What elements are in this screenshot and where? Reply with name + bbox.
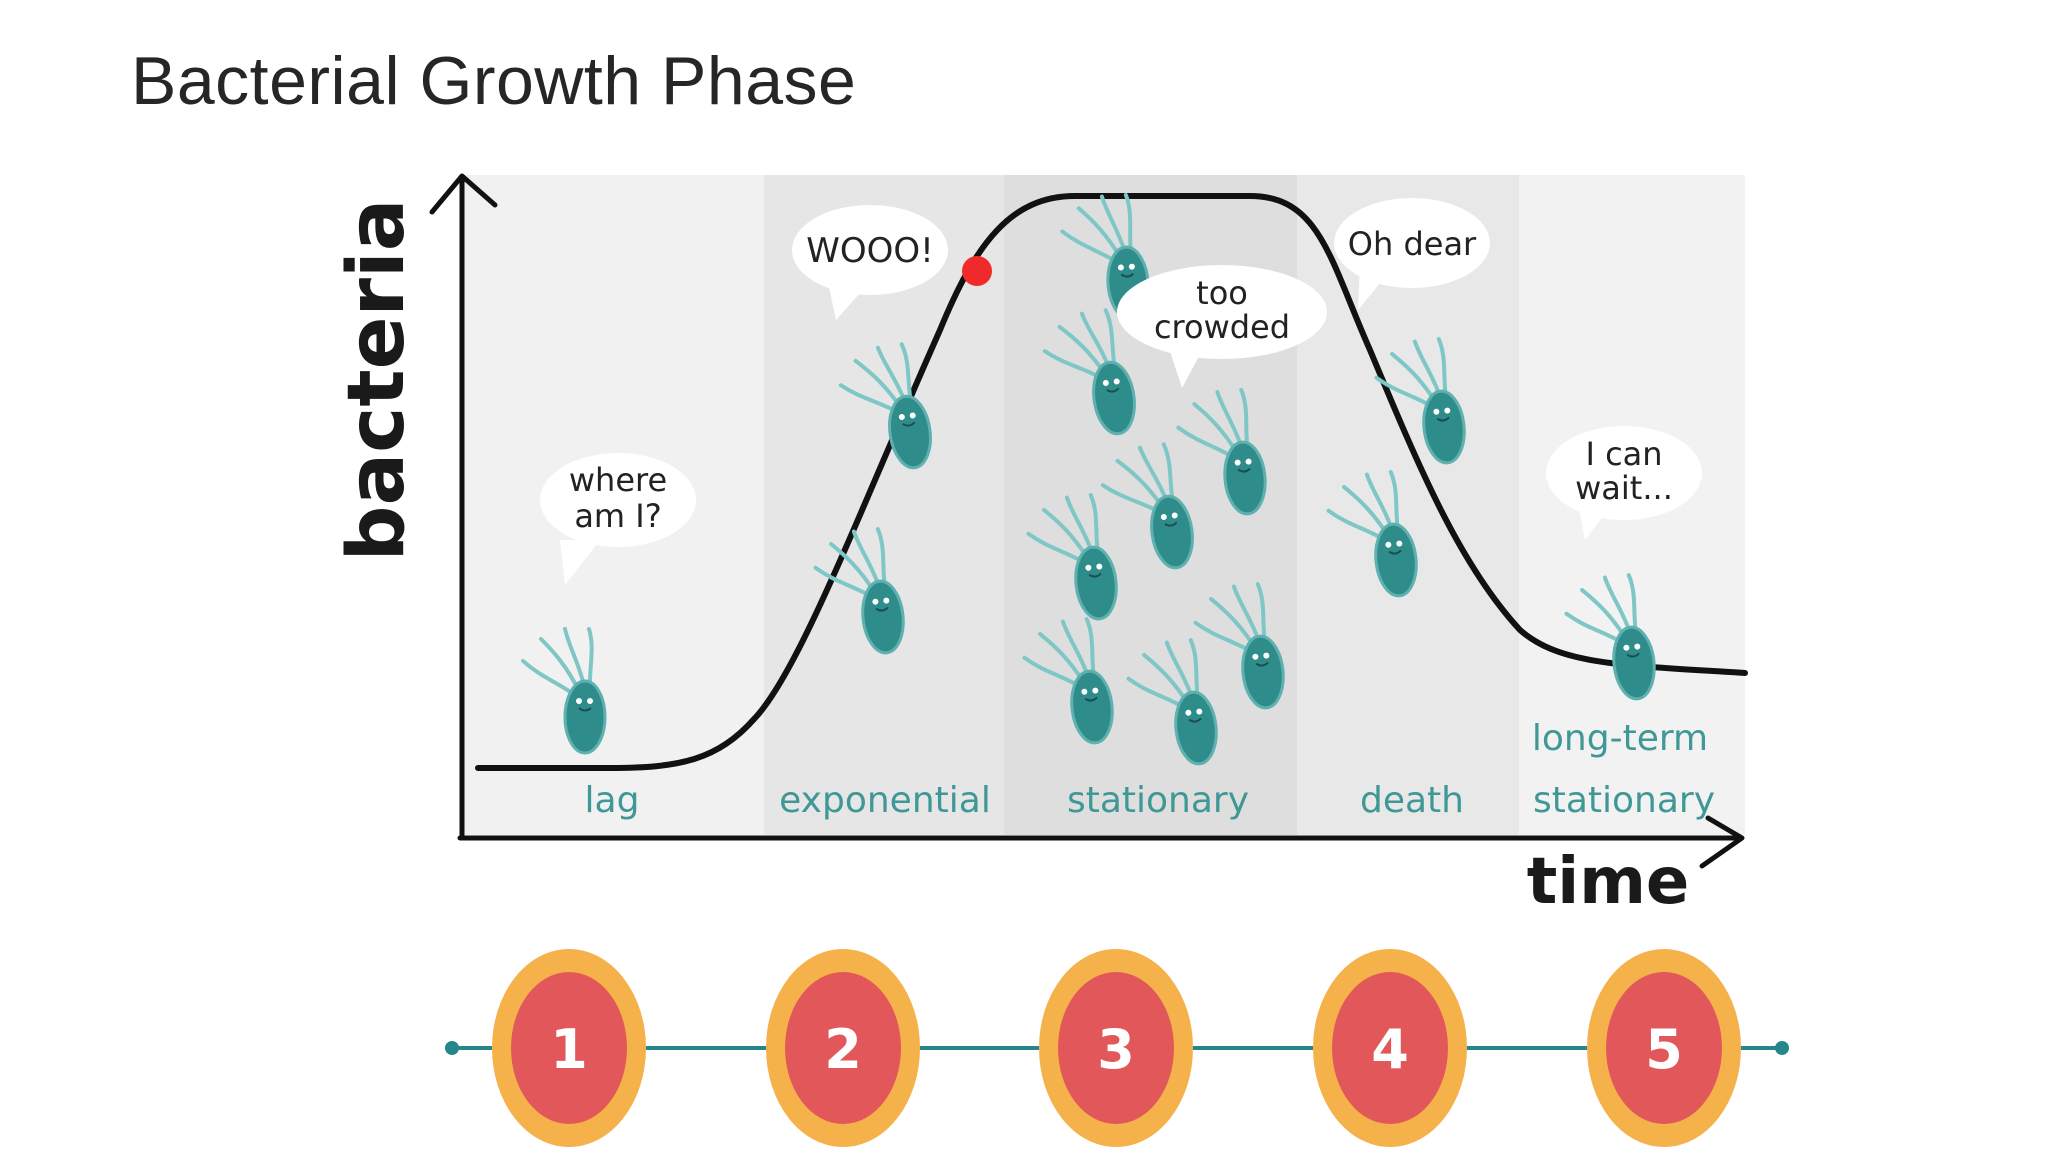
timeline-endpoint-left: [445, 1041, 459, 1055]
phase-label-lag: lag: [585, 780, 640, 821]
phase-labels: lag exponential stationary death long-te…: [585, 718, 1715, 821]
speech-lag-line1: where: [569, 461, 667, 499]
speech-death-line1: Oh dear: [1348, 225, 1477, 263]
timeline-endpoint-right: [1775, 1041, 1789, 1055]
x-axis-label: time: [1527, 845, 1690, 919]
speech-exponential-line1: WOOO!: [806, 231, 934, 271]
step-1-number: 1: [550, 1018, 588, 1081]
step-1-button[interactable]: 1: [492, 949, 646, 1147]
speech-bubble-stationary: too crowded: [1117, 265, 1327, 388]
step-3-number: 3: [1097, 1018, 1135, 1081]
phase-label-exponential: exponential: [779, 780, 991, 821]
speech-long-term-line2: wait...: [1575, 469, 1673, 507]
speech-bubble-exponential: WOOO!: [792, 205, 948, 320]
step-3-button[interactable]: 3: [1039, 949, 1193, 1147]
step-4-button[interactable]: 4: [1313, 949, 1467, 1147]
speech-bubble-icon: [1117, 265, 1327, 359]
speech-bubble-icon: [792, 205, 948, 295]
speech-bubble-icon: [540, 453, 696, 547]
speech-bubble-icon: [1334, 198, 1490, 288]
speech-bubble-lag: where am I?: [540, 453, 696, 585]
speech-stationary-line2: crowded: [1154, 308, 1290, 346]
speech-bubble-icon: [560, 540, 600, 585]
step-5-button[interactable]: 5: [1587, 949, 1741, 1147]
x-axis-arrow-icon: [1699, 815, 1745, 869]
axes: bacteria time: [332, 173, 1745, 919]
slide-title: Bacterial Growth Phase: [131, 43, 857, 119]
speech-stationary-line1: too: [1196, 274, 1248, 312]
speech-bubbles: where am I? WOOO! too crowded Oh dear I …: [540, 198, 1702, 585]
red-dot-marker-icon: [962, 256, 992, 286]
phase-label-death: death: [1360, 780, 1464, 821]
speech-bubble-long-term: I can wait...: [1546, 426, 1702, 540]
speech-bubble-icon: [1546, 426, 1702, 520]
step-5-number: 5: [1645, 1018, 1683, 1081]
growth-curve: [475, 193, 1748, 771]
step-2-button[interactable]: 2: [766, 949, 920, 1147]
phase-label-stationary: stationary: [1067, 780, 1249, 821]
speech-lag-line2: am I?: [574, 497, 661, 535]
speech-long-term-line1: I can: [1585, 435, 1662, 473]
step-timeline: 1 2 3 4 5: [445, 949, 1789, 1147]
phase-label-long-term: long-term: [1532, 718, 1708, 759]
y-axis-arrow-icon: [429, 173, 498, 215]
step-4-number: 4: [1371, 1018, 1409, 1081]
speech-bubble-death: Oh dear: [1334, 198, 1490, 310]
step-2-number: 2: [824, 1018, 862, 1081]
phase-label-long-term-stationary: stationary: [1533, 780, 1715, 821]
y-axis-label: bacteria: [332, 199, 422, 562]
